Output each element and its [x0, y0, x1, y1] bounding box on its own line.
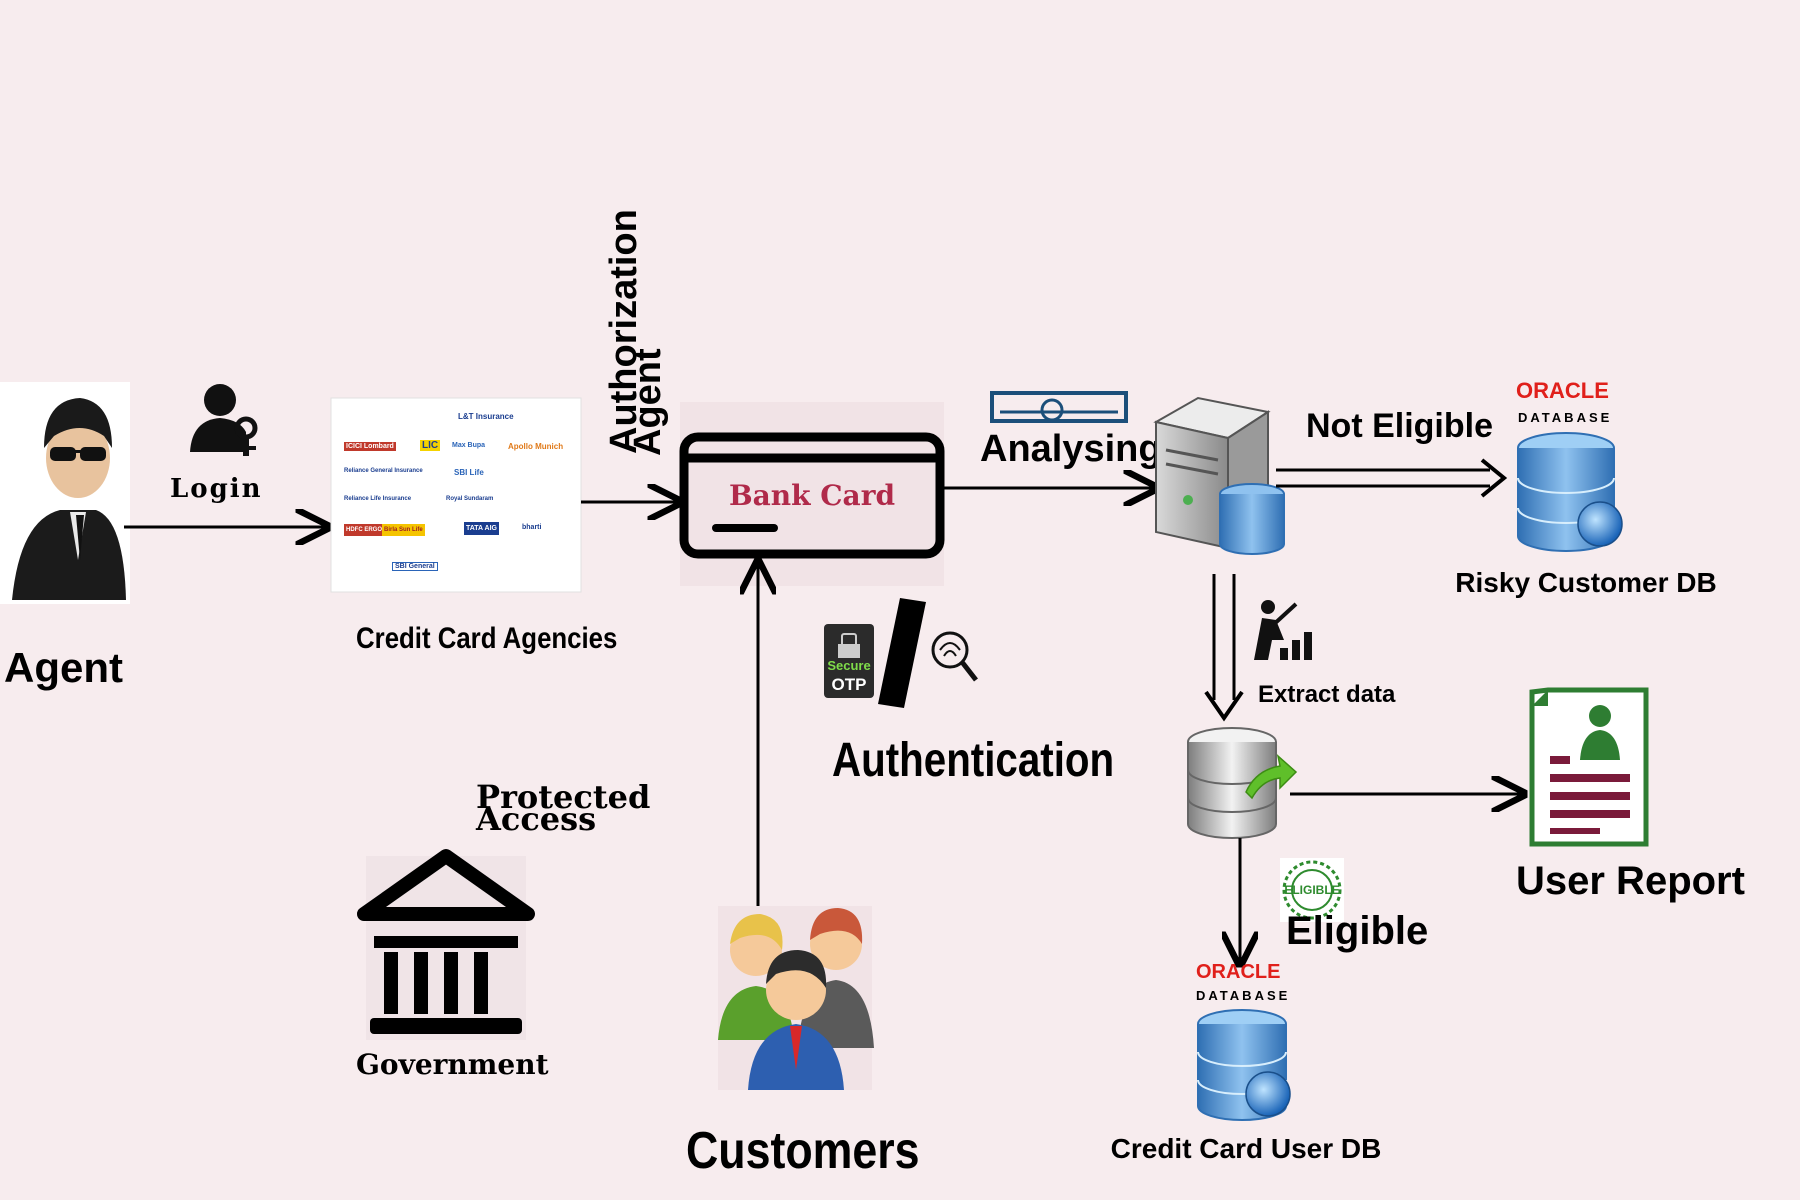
government-label: Government	[356, 1048, 549, 1081]
agency-logo-reliance-general: Reliance General Insurance	[344, 468, 423, 474]
fingerprint-magnifier-icon	[931, 631, 978, 682]
agency-logo-hdfc-ergo: HDFC ERGO	[344, 524, 384, 536]
authorization-label: Authorization	[603, 209, 645, 454]
agencies-logo-panel	[330, 397, 582, 593]
agency-logo-maxbupa: Max Bupa	[452, 442, 486, 449]
oracle-logo-credit: ORACLE	[1196, 961, 1280, 983]
agency-logo-lic: LIC	[420, 440, 441, 451]
analysing-label: Analysing	[980, 428, 1162, 470]
login-label: Login	[170, 474, 263, 504]
user-report-icon	[1529, 687, 1649, 847]
agency-logo-lt: L&T Insurance	[458, 412, 514, 421]
authentication-label: Authentication	[832, 734, 1114, 787]
analysis-search-icon	[990, 391, 1128, 423]
eligible-badge-icon	[1280, 858, 1344, 922]
authorization-agent-label: Agent	[627, 348, 669, 456]
extracted-data-db-icon	[1187, 727, 1298, 839]
extract-label: Extract data	[1258, 681, 1396, 708]
risky-db-icon	[1517, 432, 1623, 552]
customers-group-icon	[718, 906, 874, 1090]
oracle-database-label-risky: DATABASE	[1518, 410, 1612, 425]
not-eligible-arrow	[1276, 458, 1508, 498]
mining-chart-icon	[1254, 600, 1312, 660]
agency-logos: L&T Insurance ICICI Lombard LIC Max Bupa…	[336, 404, 576, 588]
agent-icon	[0, 382, 130, 604]
otp-code-text: OTP	[832, 675, 867, 694]
oracle-logo-risky: ORACLE	[1516, 378, 1609, 403]
customers-label: Customers	[686, 1122, 920, 1180]
agency-logo-royal-sundaram: Royal Sundaram	[446, 496, 494, 502]
agency-logo-apollo: Apollo Munich	[508, 442, 564, 451]
agency-logo-reliance-life: Reliance Life Insurance	[344, 496, 412, 502]
not-eligible-label: Not Eligible	[1306, 407, 1493, 445]
agency-logo-sbi-life: SBI Life	[454, 468, 484, 477]
eligible-badge-text: ELIGIBLE	[1284, 883, 1339, 897]
credit-db-label: Credit Card User DB	[1111, 1133, 1382, 1164]
government-building-icon	[357, 849, 535, 1040]
bank-card-label: Bank Card	[729, 479, 895, 512]
secure-otp-icon	[824, 624, 874, 698]
agency-logo-sbi-general: SBI General	[392, 562, 438, 571]
agency-logo-birla: Birla Sun Life	[382, 524, 425, 536]
protected-label: Protected	[476, 778, 650, 816]
agency-logo-bharti: bharti	[522, 524, 542, 531]
risky-db-label: Risky Customer DB	[1455, 567, 1716, 598]
agency-logo-icici: ICICI Lombard	[344, 442, 396, 451]
otp-secure-text: Secure	[827, 658, 870, 673]
server-icon	[1153, 396, 1285, 555]
agencies-label: Credit Card Agencies	[356, 621, 617, 654]
bank-card-icon	[679, 402, 945, 586]
eligible-label: Eligible	[1286, 909, 1428, 953]
user-key-icon	[190, 384, 258, 456]
agency-logo-tata-aig: TATA AIG	[464, 522, 499, 535]
user-report-label: User Report	[1516, 859, 1745, 903]
credit-db-icon	[1197, 1009, 1291, 1121]
access-label: Access	[475, 800, 596, 838]
extract-arrow	[1204, 574, 1244, 722]
separator-bar-icon	[878, 598, 926, 708]
agent-label: Agent	[4, 644, 123, 691]
oracle-database-label-credit: DATABASE	[1196, 988, 1290, 1003]
